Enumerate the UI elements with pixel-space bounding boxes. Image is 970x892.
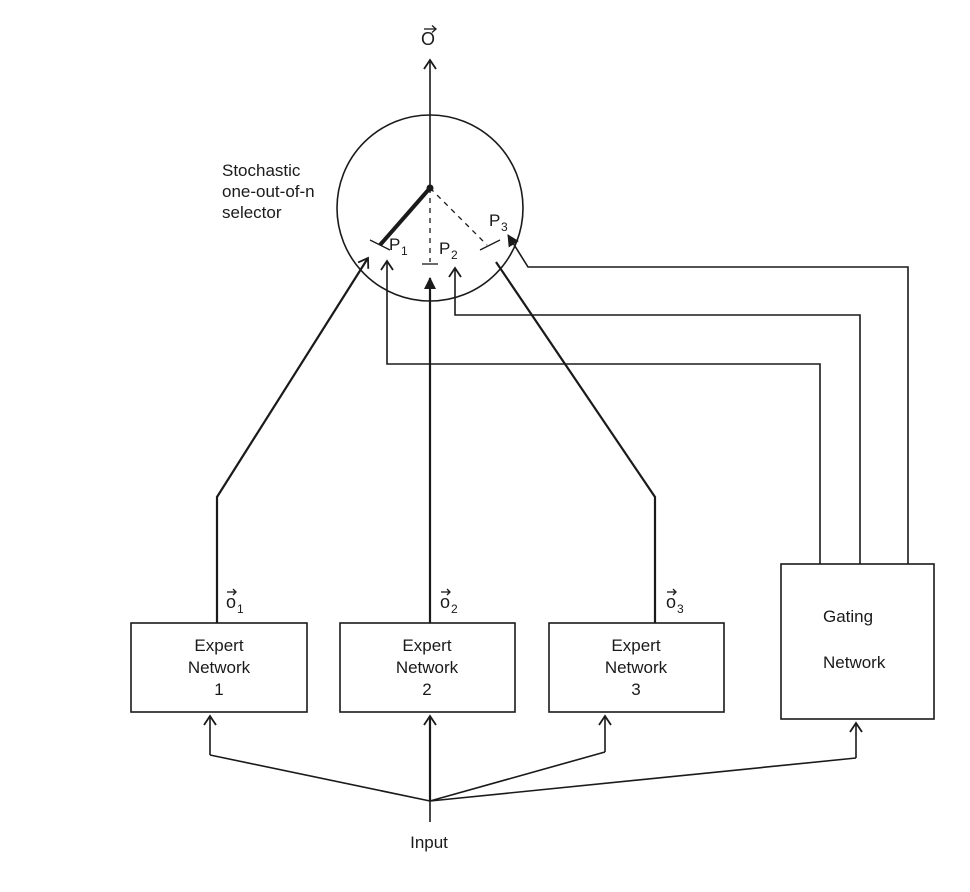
gating-line-p3 [507,234,909,564]
svg-text:o: o [226,592,236,612]
gating-line-p2 [448,266,861,564]
input-line-expert-1 [209,754,431,802]
svg-text:Network: Network [188,658,251,677]
svg-text:1: 1 [214,680,223,699]
selector-label: Stochastic one-out-of-n selector [222,161,315,222]
svg-text:2: 2 [451,248,458,262]
svg-text:2: 2 [422,680,431,699]
svg-text:one-out-of-n: one-out-of-n [222,182,315,201]
svg-text:1: 1 [237,602,244,616]
svg-text:o: o [440,592,450,612]
svg-text:2: 2 [451,602,458,616]
svg-text:3: 3 [631,680,640,699]
svg-text:Expert: Expert [611,636,660,655]
expert-network-3: Expert Network 3 [548,622,725,713]
output-label: O [421,25,437,49]
expert-3-output-line [495,261,657,623]
svg-text:P: P [439,239,450,258]
gating-network: Gating Network [780,563,935,720]
svg-text:P: P [389,235,400,254]
input-line-gating [429,757,857,802]
svg-text:O: O [421,29,435,49]
selector-pointer-p3 [429,187,488,246]
svg-text:Expert: Expert [194,636,243,655]
selector-pointer-active [378,186,432,247]
input-line-expert-3 [429,751,606,802]
svg-text:P: P [489,211,500,230]
expert-1-output-line [215,256,370,623]
expert-network-1: Expert Network 1 [130,622,308,713]
svg-text:Network: Network [823,653,886,672]
input-label: Input [410,833,448,852]
svg-text:1: 1 [401,244,408,258]
gating-line-p1 [380,259,821,564]
svg-text:Stochastic: Stochastic [222,161,301,180]
prob-label-p3: P 3 [489,211,508,234]
expert-2-output-label: o 2 [440,588,458,616]
svg-text:Expert: Expert [402,636,451,655]
svg-text:selector: selector [222,203,282,222]
svg-text:3: 3 [677,602,684,616]
svg-text:o: o [666,592,676,612]
expert-network-2: Expert Network 2 [339,622,516,713]
contact-tick-1 [369,239,391,251]
svg-text:3: 3 [501,220,508,234]
expert-3-output-label: o 3 [666,588,684,616]
prob-label-p1: P 1 [389,235,408,258]
prob-label-p2: P 2 [439,239,458,262]
contact-tick-3 [479,239,501,251]
svg-text:Gating: Gating [823,607,873,626]
expert-1-output-label: o 1 [226,588,244,616]
svg-text:Network: Network [396,658,459,677]
svg-text:Network: Network [605,658,668,677]
